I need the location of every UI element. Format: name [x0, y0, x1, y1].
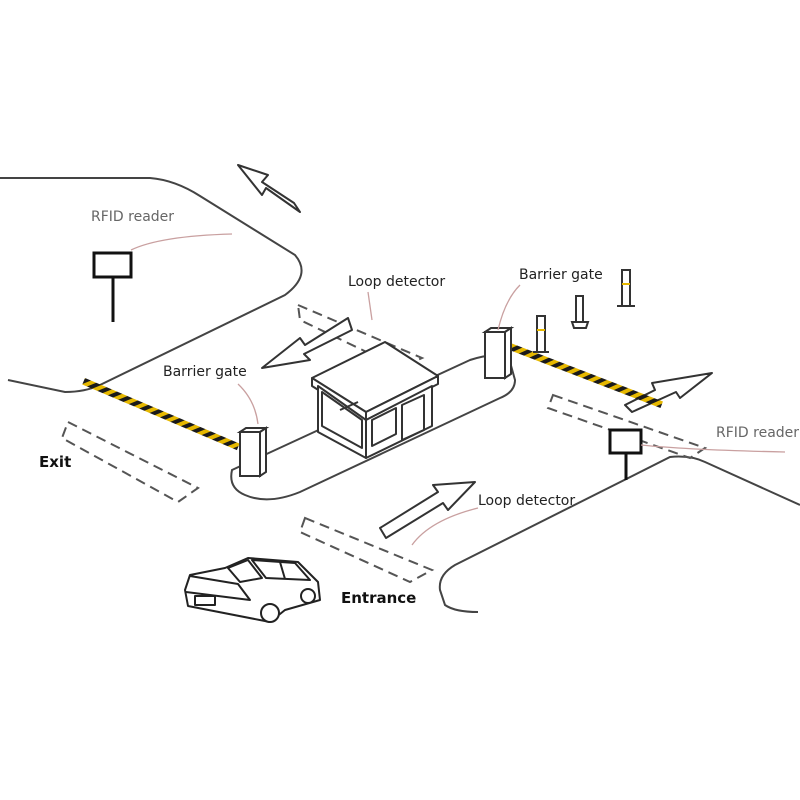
booth-window: [321, 391, 363, 449]
label-barrier-gate-left: Barrier gate: [163, 364, 247, 380]
road-boundary-lower-right: [438, 455, 800, 613]
label-barrier-gate-right: Barrier gate: [519, 267, 603, 283]
loop-zone-top: [296, 303, 425, 370]
barrier-gate-cabinet-left: [236, 426, 270, 478]
label-rfid-reader-right: RFID reader: [716, 425, 800, 441]
barrier-arm-exit: [82, 378, 240, 451]
car-hood: [185, 575, 251, 601]
loop-zone-exit: [60, 420, 200, 504]
leader-barrier-left: [237, 383, 259, 425]
loop-zone-entrance: [298, 516, 435, 584]
toll-booth: [311, 341, 439, 459]
leader-lines: [130, 233, 786, 546]
rfid-reader-left: [92, 251, 133, 322]
label-loop-detector-bottom: Loop detector: [478, 493, 576, 509]
bollard-3: [533, 315, 549, 353]
label-exit: Exit: [39, 453, 72, 471]
loop-zone-right: [546, 393, 708, 460]
arrow-entrance-lane: [379, 481, 476, 539]
label-entrance: Entrance: [341, 589, 417, 607]
arrow-incoming-top: [237, 164, 301, 213]
car-license-plate: [194, 595, 216, 606]
label-loop-detector-top: Loop detector: [348, 274, 446, 290]
bollards: [533, 269, 635, 353]
leader-loop-top: [367, 291, 373, 321]
leader-rfid-right: [640, 444, 786, 453]
car-wheel-front: [260, 603, 280, 623]
bollard-1: [617, 269, 635, 307]
rfid-reader-right: [608, 428, 643, 480]
road-boundary-upper-left: [0, 177, 303, 394]
car-wheel-rear: [300, 588, 316, 604]
car: [184, 557, 321, 623]
leader-loop-bottom: [411, 507, 479, 546]
label-rfid-reader-left: RFID reader: [91, 209, 175, 225]
barrier-arm-entrance: [505, 342, 663, 409]
leader-rfid-left: [130, 233, 233, 251]
booth-side-window: [371, 407, 397, 447]
loop-detector-zones: [60, 303, 708, 584]
leader-barrier-right: [497, 284, 521, 331]
car-windshield: [227, 559, 263, 583]
barrier-gate-cabinet-right: [481, 326, 515, 380]
booth-door: [401, 394, 425, 441]
arrow-exit-lane: [261, 317, 353, 369]
bollard-2: [570, 295, 590, 329]
